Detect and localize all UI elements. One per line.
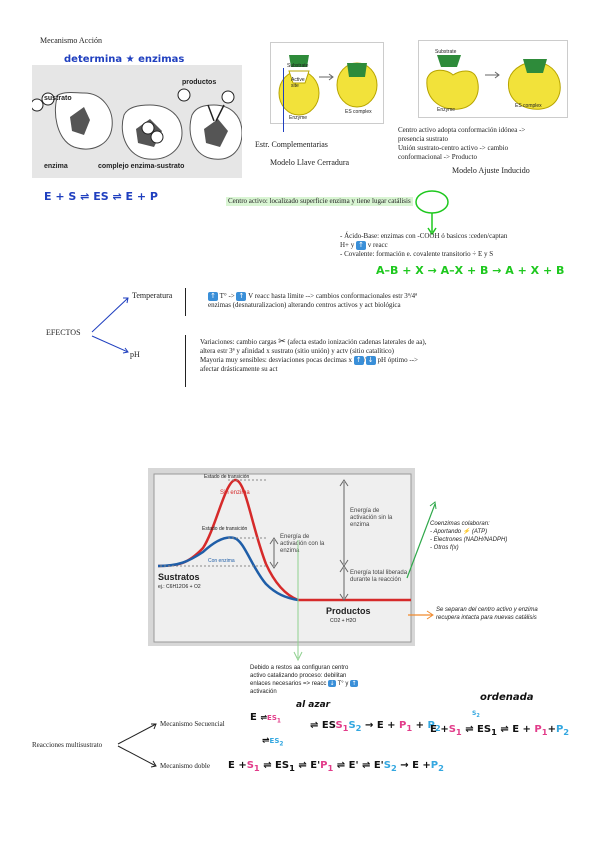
lk-label-substrate: Substrate <box>287 63 308 69</box>
ph-divider <box>185 335 186 387</box>
label-estado-transicion-1: Estado de transición <box>204 474 249 480</box>
legend-sin-enzima: Sin enzima <box>220 490 250 496</box>
energy-chart: Estado de transición Estado de transició… <box>148 468 415 646</box>
label-complejo: complejo enzima-sustrato <box>98 163 184 170</box>
substrate-circle-1 <box>32 99 43 111</box>
caption-ajuste-inducido: Modelo Ajuste Inducido <box>452 166 530 176</box>
multisustrato-branches <box>116 718 162 772</box>
arrow-up-icon: ↑ <box>354 356 364 365</box>
label-sustratos-formula: ej.: C6H12O6 + O2 <box>158 584 201 590</box>
arrow-down-icon: ↓ <box>328 680 336 687</box>
label-energia-sin: Energía de activación sin la enzima <box>350 508 406 529</box>
induced-note-4: conformacional -> Producto <box>398 153 525 162</box>
acid-base-line: - Ácido-Base: enzimas con -COOH ó basico… <box>340 232 507 241</box>
if-label-enzyme: Enzyme <box>437 107 455 113</box>
secuencial-azar-scheme: E ⇌ES1 <box>250 712 281 727</box>
separan-note: Se separan del centro activo y enzima re… <box>436 606 556 622</box>
ordenada-scheme: E +S1 ⇌ ES1 ⇌ E + P1+P2 <box>430 724 569 737</box>
handwritten-heading: determina ★ enzimas <box>64 54 184 65</box>
arrow-down-icon: ↓ <box>366 356 376 365</box>
al-azar-label: al azar <box>296 700 330 710</box>
product-circle-2 <box>222 91 234 103</box>
enzyme-illustration: sustrato productos enzima complejo enzim… <box>32 65 242 178</box>
enzyme-yellow-3 <box>427 70 478 109</box>
multisustrato-label: Reacciones multisustrato <box>32 741 102 750</box>
lk-label-enzyme: Enzyme <box>289 115 307 121</box>
label-energia-total: Energía total liberada durante la reacci… <box>350 570 408 584</box>
ph-notes: Variaciones: cambio cargas ✂ (afecta est… <box>200 337 426 374</box>
ordenada-s2: S2 <box>472 710 480 719</box>
arrow-up-icon: ↑ <box>356 241 366 250</box>
coenzimas-note: Coenzimas colaboran: - Aportando ⚡ (ATP)… <box>430 520 507 552</box>
lock-key-figure: Substrate Active site Enzyme ES complex <box>270 42 384 124</box>
ordenada-label: ordenada <box>480 692 534 703</box>
caption-estr: Estr. Complementarias <box>255 140 328 150</box>
acid-base-line-2: H+ y ↑ v reacc <box>340 241 507 250</box>
induced-note-1: Centro activo adopta conformación idónea… <box>398 126 525 135</box>
lock-key-pointer <box>283 68 284 132</box>
label-sustrato: sustrato <box>44 95 72 102</box>
label-enzima: enzima <box>44 163 68 170</box>
secuencial-azar-lower: ⇌ES2 <box>262 736 283 747</box>
induced-fit-figure: Substrate Enzyme ES complex <box>418 40 568 118</box>
label-productos-formula: CO2 + H2O <box>330 618 356 624</box>
temperatura-notes: ↑ T° -> ↑ V reacc hasta límite --> cambi… <box>208 292 417 310</box>
divide-icon: ÷ <box>472 250 476 258</box>
induced-note-2: presencia sustrato <box>398 135 525 144</box>
if-label-es: ES complex <box>515 103 542 109</box>
catalysis-block: - Ácido-Base: enzimas con -COOH ó basico… <box>340 232 507 259</box>
induced-notes: Centro activo adopta conformación idónea… <box>398 126 525 162</box>
charge-icon: ✂ <box>278 337 286 346</box>
centro-activo-note: Centro activo: localizado superficie enz… <box>226 197 413 206</box>
lk-label-active-site: Active site <box>291 77 311 89</box>
doble-scheme: E +S1 ⇌ ES1 ⇌ E'P1 ⇌ E' ⇌ E'S2 → E +P2 <box>228 760 444 773</box>
label-estado-transicion-2: Estado de transición <box>202 526 247 532</box>
arrow-up-icon: ↑ <box>350 680 358 687</box>
arrow-up-icon: ↑ <box>236 292 246 301</box>
page-title: Mecanismo Acción <box>40 36 102 46</box>
label-energia-con: Energía de activación con la enzima <box>280 534 332 555</box>
covalente-line: - Covalente: formación e. covalente tran… <box>340 250 507 259</box>
ph-label: pH <box>130 350 140 360</box>
secuencial-azar-products: ⇌ ESS1S2 → E + P1 + P2 <box>310 720 441 733</box>
separan-arrow <box>408 608 436 622</box>
doble-label: Mecanismo doble <box>160 762 210 771</box>
caption-llave-cerradura: Modelo Llave Cerradura <box>270 158 349 168</box>
label-productos: Productos <box>326 606 371 616</box>
reaction-equation: A–B + X → A–X + B → A + X + B <box>376 264 564 277</box>
label-productos: productos <box>182 79 216 86</box>
if-label-substrate: Substrate <box>435 49 456 55</box>
label-sustratos: Sustratos <box>158 572 200 582</box>
product-circle-1 <box>178 89 190 101</box>
induced-note-3: Unión sustrato-centro activo -> cambio <box>398 144 525 153</box>
secuencial-label: Mecanismo Secuencial <box>160 720 225 729</box>
legend-con-enzima: Con enzima <box>208 558 235 564</box>
arrow-up-icon: ↑ <box>208 292 218 301</box>
temperatura-label: Temperatura <box>132 291 172 301</box>
equation-es: E + S ⇌ ES ⇌ E + P <box>44 190 158 203</box>
restos-note: Debido a restos aa configuran centro act… <box>250 664 358 696</box>
substrate-green-2 <box>437 55 461 67</box>
energy-chart-svg <box>148 468 415 646</box>
restos-arrow <box>293 540 303 662</box>
temp-divider <box>185 288 186 316</box>
lk-label-es: ES complex <box>345 109 372 115</box>
efectos-label: EFECTOS <box>46 328 81 338</box>
